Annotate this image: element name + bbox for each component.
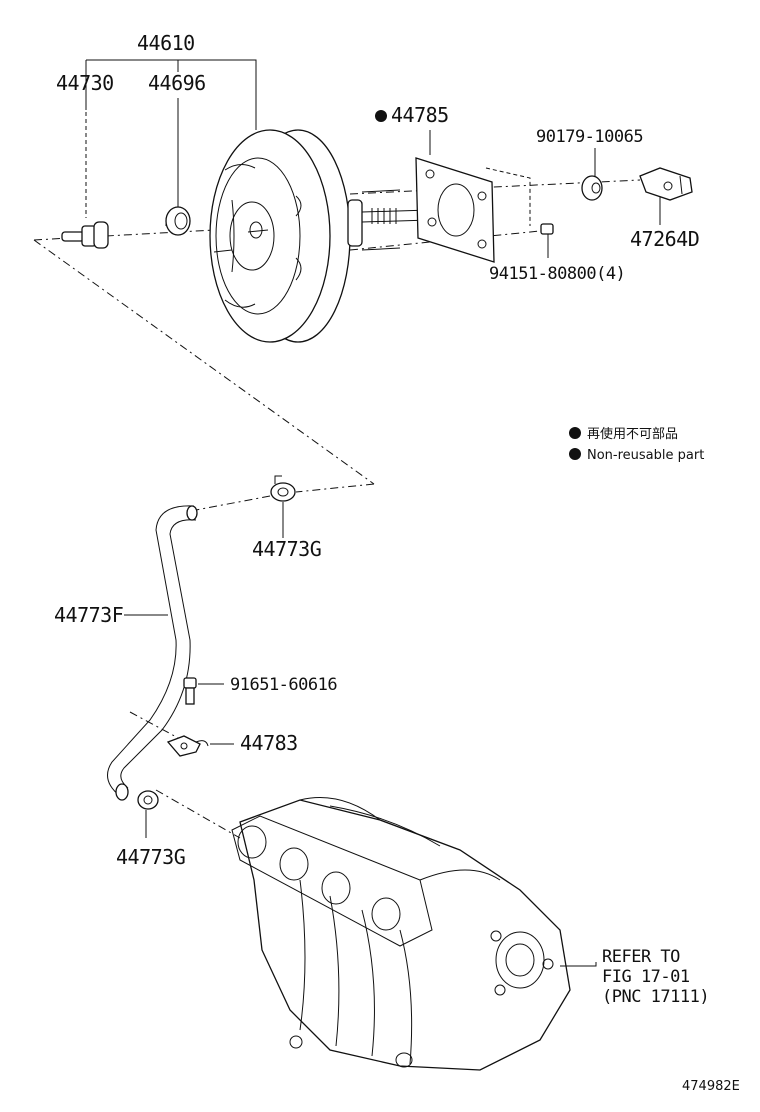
label-94151-80800: 94151-80800(4)	[489, 264, 625, 284]
label-44696: 44696	[148, 71, 206, 95]
clamp-44773G-upper	[270, 475, 296, 538]
part-labels: 44610 44730 44696 44785 90179-10065 4726…	[54, 31, 700, 869]
legend-marker-jp	[569, 427, 581, 439]
legend-japanese: 再使用不可部品	[587, 426, 678, 442]
refer-note: REFER TO FIG 17-01 (PNC 17111)	[602, 947, 710, 1007]
leader-lines	[85, 59, 661, 258]
nut-90179	[581, 175, 603, 201]
legend: 再使用不可部品 Non-reusable part	[569, 426, 704, 463]
label-44785: 44785	[391, 103, 449, 127]
vacuum-hose-44773F	[107, 505, 198, 801]
brake-booster-44610	[209, 129, 431, 343]
refer-line-3: (PNC 17111)	[602, 987, 709, 1007]
label-44773F: 44773F	[54, 603, 123, 627]
label-47264D: 47264D	[630, 227, 699, 251]
grommet-44696	[165, 206, 191, 236]
gasket-44785	[415, 157, 531, 263]
label-44610: 44610	[137, 31, 195, 55]
label-90179-10065: 90179-10065	[536, 127, 643, 147]
label-91651-60616: 91651-60616	[230, 675, 337, 695]
legend-marker-en	[569, 448, 581, 460]
check-valve-44730	[61, 221, 109, 249]
intake-manifold	[231, 797, 597, 1071]
label-44730: 44730	[56, 71, 114, 95]
label-44773G-upper: 44773G	[252, 537, 321, 561]
refer-line-2: FIG 17-01	[602, 967, 690, 987]
nut-94151	[540, 223, 554, 235]
figure-number: 474982E	[682, 1079, 740, 1094]
clevis-47264D	[639, 167, 693, 201]
clamp-44773G-lower	[137, 790, 159, 838]
refer-line-1: REFER TO	[602, 947, 680, 967]
label-44783: 44783	[240, 731, 298, 755]
legend-english: Non-reusable part	[587, 448, 704, 463]
non-reusable-marker	[375, 110, 387, 122]
label-44773G-lower: 44773G	[116, 845, 185, 869]
bolt-91651	[183, 677, 224, 705]
bracket-44783	[166, 735, 234, 757]
